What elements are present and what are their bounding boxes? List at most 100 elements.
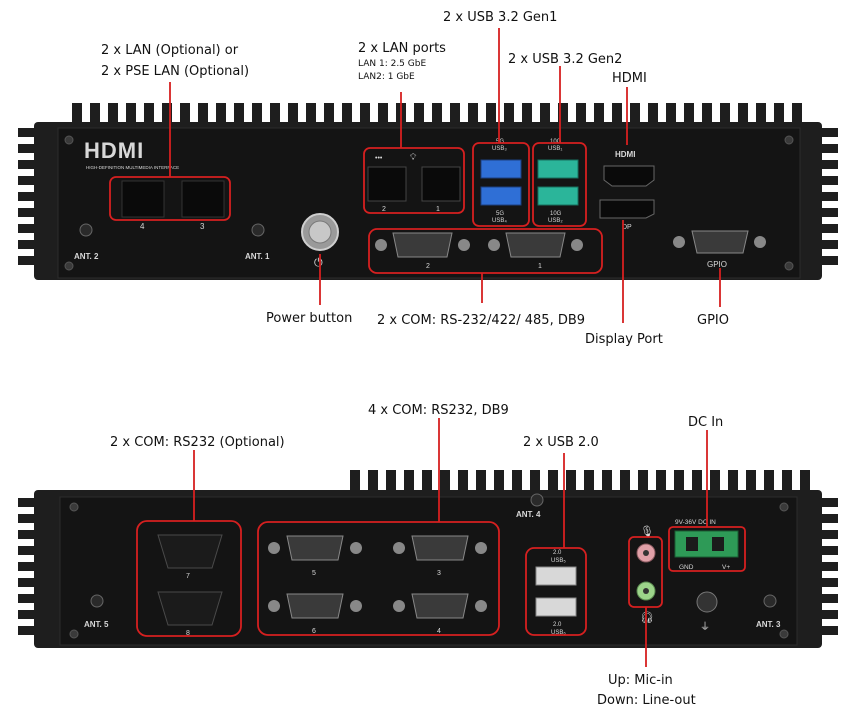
com1-silk: 1 (538, 263, 542, 270)
rear-labels: 2 x COM: RS232 (Optional) 4 x COM: RS232… (110, 403, 723, 708)
front-panel: HDMI HIGH-DEFINITION MULTIMEDIA INTERFAC… (18, 103, 838, 280)
side-fin (818, 578, 838, 587)
heatsink-fin (216, 103, 226, 125)
heatsink-fin (746, 470, 756, 493)
usb2-label: USB₂ (548, 218, 563, 224)
side-fin (818, 514, 838, 523)
rear-panel: ANT. 5 ANT. 4 ANT. 3 7 8 5 3 6 4 (18, 470, 838, 648)
side-fin (18, 144, 38, 153)
heatsink-fin (342, 103, 352, 125)
heatsink-fin (450, 103, 460, 125)
lan2-port (367, 166, 407, 202)
side-fin (818, 192, 838, 201)
side-fin (818, 224, 838, 233)
heatsink-fin (584, 470, 594, 493)
side-fin (818, 498, 838, 507)
ant1-silk: ANT. 1 (245, 252, 270, 261)
activity-icon: ••• (375, 155, 383, 162)
heatsink-fin (792, 103, 802, 125)
heatsink-fin (90, 103, 100, 125)
lan1-speed-label: LAN 1: 2.5 GbE (358, 59, 426, 69)
heatsink-fin (756, 103, 766, 125)
ant1-cap (251, 223, 265, 237)
heatsink-fin (414, 103, 424, 125)
heatsink-fin (800, 470, 810, 493)
side-fin (818, 176, 838, 185)
rear-screws (69, 502, 789, 639)
usb4-speed: 5G (496, 211, 504, 217)
com4-port (393, 593, 487, 619)
heatsink-fin (144, 103, 154, 125)
side-fin (18, 610, 38, 619)
heatsink-fin (476, 470, 486, 493)
front-heatsink-fins (18, 103, 838, 265)
hdmi-logo: HDMI (84, 138, 144, 163)
com2-silk: 2 (426, 263, 430, 270)
side-fin (818, 530, 838, 539)
dc-in-vplus-slot (712, 537, 724, 551)
front-callouts (109, 28, 721, 323)
rear-heatsink-fins (18, 470, 838, 635)
side-fin (818, 128, 838, 137)
com5-port (268, 535, 362, 561)
heatsink-fin (594, 103, 604, 125)
heatsink-fin (620, 470, 630, 493)
usb2-port (537, 186, 579, 206)
side-fin (18, 176, 38, 185)
com6-port (268, 593, 362, 619)
line-out-jack-hole (643, 588, 649, 594)
dc-in-gnd-slot (686, 537, 698, 551)
usb2-label: 2 x USB 2.0 (523, 435, 599, 450)
lan3-silk: 3 (200, 222, 205, 231)
com6-silk: 6 (312, 628, 316, 635)
heatsink-fin (378, 103, 388, 125)
displayport-port (599, 199, 655, 219)
heatsink-fin (512, 470, 522, 493)
heatsink-fin (612, 103, 622, 125)
heatsink-fin (162, 103, 172, 125)
com5-silk: 5 (312, 570, 316, 577)
heatsink-fin (764, 470, 774, 493)
usb5-version: 2.0 (553, 550, 562, 556)
heatsink-fin (72, 103, 82, 125)
com2-port (375, 232, 470, 258)
side-fin (818, 160, 838, 169)
com8-knockout (157, 591, 223, 626)
heatsink-fin (630, 103, 640, 125)
heatsink-fin (440, 470, 450, 493)
lan-ports-callout (363, 147, 465, 214)
front-labels: 2 x USB 3.2 Gen1 2 x LAN ports LAN 1: 2.… (101, 10, 729, 347)
ant4-cap (530, 493, 544, 507)
heatsink-fin (602, 470, 612, 493)
side-fin (18, 192, 38, 201)
usb6-version: 2.0 (553, 622, 562, 628)
usb1-label: USB₁ (548, 146, 562, 152)
heatsink-fin (558, 103, 568, 125)
heatsink-fin (270, 103, 280, 125)
heatsink-fin (494, 470, 504, 493)
heatsink-fin (782, 470, 792, 493)
com1-port (488, 232, 583, 258)
usb3-top-speed: 5G (496, 139, 504, 145)
headphone-icon: 🎧︎ (640, 611, 654, 624)
usb3-top-label: USB₃ (492, 146, 507, 152)
side-fin (18, 514, 38, 523)
ground-icon: ⏚ (700, 621, 710, 633)
side-fin (818, 546, 838, 555)
com4-silk: 4 (437, 628, 441, 635)
heatsink-fin (386, 470, 396, 493)
heatsink-fin (324, 103, 334, 125)
ant5-cap (90, 594, 104, 608)
side-fin (18, 626, 38, 635)
side-fin (818, 208, 838, 217)
ant3-cap (763, 594, 777, 608)
usb4-port (480, 186, 522, 206)
dc-range-silk: 9V-36V DC IN (675, 519, 716, 526)
side-fin (818, 594, 838, 603)
heatsink-fin (404, 470, 414, 493)
side-fin (18, 240, 38, 249)
side-fin (818, 256, 838, 265)
com-front-label: 2 x COM: RS-232/422/ 485, DB9 (377, 313, 585, 328)
side-fin (18, 256, 38, 265)
lan1-port (421, 166, 461, 202)
